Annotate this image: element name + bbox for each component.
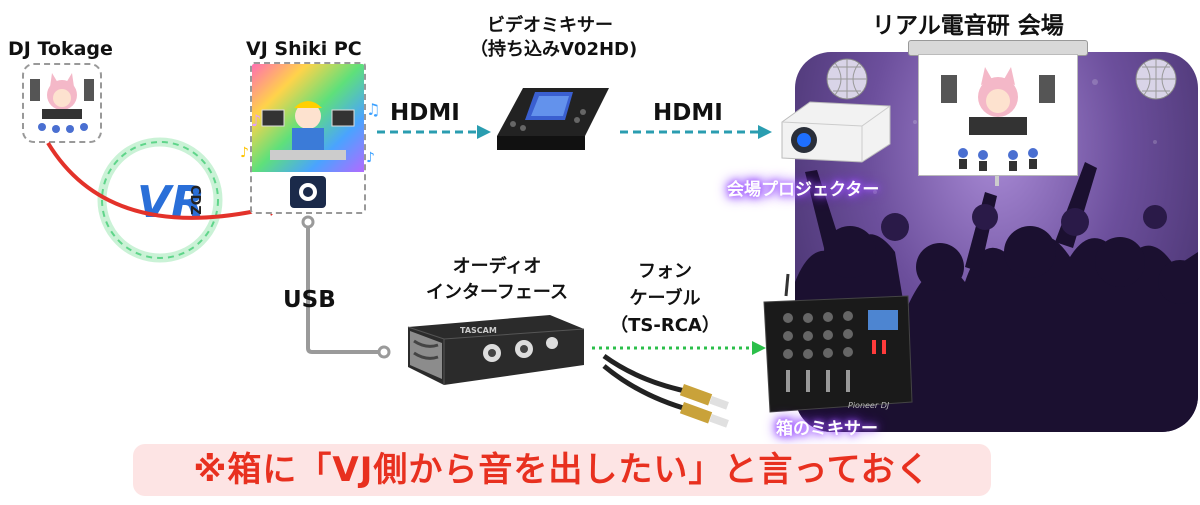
dj-mixer-device: Pioneer DJ	[763, 273, 913, 413]
venue-title: リアル電音研 会場	[872, 13, 1064, 39]
screen-pull-cord	[995, 176, 999, 186]
interface-brand-text: TASCAM	[460, 326, 497, 335]
video-mixer-label-line2: （持ち込みV02HD)	[470, 39, 638, 60]
mixer-brand-text: Pioneer DJ	[848, 401, 890, 410]
dj-character-icon	[30, 73, 94, 133]
projection-screen	[918, 54, 1078, 176]
audio-interface-label-line1: オーディオ	[452, 256, 542, 277]
hdmi-label-left: HDMI	[390, 100, 460, 126]
disco-ball-left	[826, 58, 868, 100]
audio-interface-label-line2: インターフェース	[425, 282, 569, 303]
dj-name-label: DJ Tokage	[8, 38, 113, 60]
audio-interface-label: オーディオ インターフェース	[402, 254, 592, 306]
disco-ball-right	[1135, 58, 1177, 100]
phone-cable-label-line3: （TS-RCA）	[610, 315, 720, 336]
vj-character-icon	[261, 101, 355, 208]
dj-character-icon	[941, 67, 1055, 171]
music-note-icon: ♪	[366, 150, 375, 166]
video-mixer-label: ビデオミキサー （持ち込みV02HD)	[470, 14, 638, 62]
dj-avatar	[22, 63, 102, 143]
vr-logo-side-text: CDZ	[187, 185, 202, 215]
vj-pc-label: VJ Shiki PC	[246, 38, 362, 60]
mixer-to-projector-arrow	[620, 125, 772, 139]
audio-interface-device: TASCAM	[407, 315, 585, 385]
note-text: ※箱に「VJ側から音を出したい」と言っておく	[193, 450, 931, 490]
vj-pc-box	[250, 62, 366, 214]
music-note-icon: ♫	[366, 100, 381, 119]
phone-cable-label-line1: フォン	[638, 261, 692, 282]
interface-to-mixer-arrow	[592, 341, 766, 355]
phone-cable-graphic	[602, 353, 729, 428]
phone-cable-label: フォン ケーブル （TS-RCA）	[600, 258, 730, 339]
usb-label: USB	[283, 287, 336, 313]
note-box: ※箱に「VJ側から音を出したい」と言っておく	[133, 444, 991, 496]
projector-caption: 会場プロジェクター	[727, 180, 880, 200]
video-mixer-device	[497, 88, 609, 150]
projector-device	[781, 101, 891, 163]
music-note-icon: ♪	[240, 145, 249, 161]
hdmi-label-right: HDMI	[653, 100, 723, 126]
mixer-caption: 箱のミキサー	[776, 419, 878, 439]
pc-to-mixer-arrow	[377, 125, 491, 139]
music-note-icon: ♪	[251, 111, 262, 130]
phone-cable-label-line2: ケーブル	[629, 288, 701, 309]
vr-cdz-logo: VR CDZ	[97, 137, 223, 263]
video-mixer-label-line1: ビデオミキサー	[487, 15, 613, 36]
